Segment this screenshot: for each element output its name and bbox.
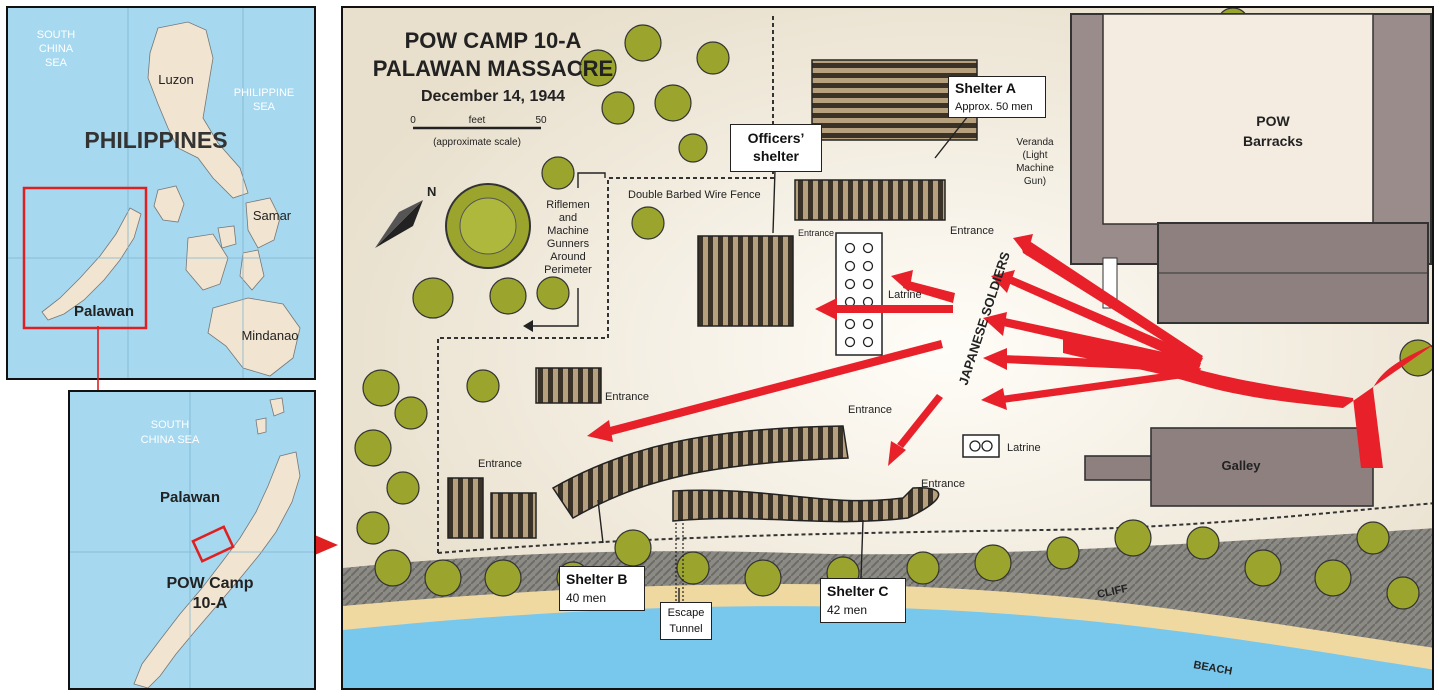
palawan-inset-map: SOUTH CHINA SEA Palawan POW Camp 10-A: [68, 390, 316, 690]
camp-detail-map: POW CAMP 10-A PALAWAN MASSACRE December …: [341, 6, 1434, 690]
officers-shelter: [697, 235, 794, 327]
entrance-label-c-right: Entrance: [921, 478, 965, 490]
map-date: December 14, 1944: [421, 88, 565, 105]
sea: [343, 604, 1432, 688]
shelter-a-callout: Shelter A Approx. 50 men: [948, 76, 1046, 118]
shelter-a: [794, 59, 978, 221]
riflemen-label-1: Riflemen: [546, 199, 589, 211]
south-china-sea-label-3: SEA: [45, 57, 68, 69]
shelter-b-callout: Shelter B 40 men: [559, 566, 645, 611]
scale-start: 0: [410, 115, 416, 126]
small-shelter: [535, 367, 602, 404]
latrine-label-1: Latrine: [888, 289, 922, 301]
palawan-highlight-box: [22, 186, 148, 330]
veranda-label-1: Veranda: [1016, 137, 1054, 148]
luzon-island: [147, 21, 249, 199]
north-arrow: [375, 200, 423, 248]
pow-barracks-label-2: Barracks: [1243, 133, 1303, 149]
veranda-label-3: Machine: [1016, 163, 1054, 174]
officers-shelter-callout: Officers’shelter: [730, 124, 822, 172]
palawan-label-inset2: Palawan: [160, 489, 220, 506]
galley-label: Galley: [1221, 458, 1261, 473]
map-title-line-1: POW CAMP 10-A: [405, 28, 582, 53]
scale-unit: feet: [469, 115, 486, 126]
mindanao-label: Mindanao: [241, 328, 298, 343]
south-china-sea-label-inset2-2: CHINA SEA: [141, 434, 200, 446]
philippine-sea-label-2: SEA: [253, 101, 276, 113]
samar-island: [245, 197, 281, 249]
map-title-line-2: PALAWAN MASSACRE: [373, 56, 613, 81]
mindanao-island: [207, 297, 301, 377]
shelter-c: [672, 487, 940, 523]
fence-label: Double Barbed Wire Fence: [628, 189, 761, 201]
entrance-label-small: Entrance: [605, 391, 649, 403]
escape-tunnel-callout: Escape Tunnel: [660, 602, 712, 640]
camp-map-svg: POW CAMP 10-A PALAWAN MASSACRE December …: [343, 8, 1432, 688]
camp-location-box: [191, 525, 235, 563]
entrance-label-b: Entrance: [478, 458, 522, 470]
samar-label: Samar: [253, 208, 292, 223]
palawan-island-detail: [133, 451, 301, 688]
palawan-label: Palawan: [74, 303, 134, 320]
latrine-block: [835, 232, 883, 356]
cliff: [343, 528, 1432, 648]
entrance-label-a: Entrance: [950, 225, 994, 237]
philippines-label: PHILIPPINES: [84, 127, 227, 153]
pow-barracks-building: [1070, 13, 1432, 324]
shelter-c-callout: Shelter C 42 men: [820, 578, 906, 623]
palawan-island: [41, 207, 142, 321]
riflemen-label-4: Gunners: [547, 238, 590, 250]
riflemen-label-6: Perimeter: [544, 264, 592, 276]
masbate-island: [217, 225, 237, 249]
pow-barracks-label-1: POW: [1256, 113, 1290, 129]
luzon-label: Luzon: [158, 72, 193, 87]
entrance-label-officers: Entrance: [798, 228, 834, 238]
visayas-islands: [185, 233, 229, 291]
riflemen-label-5: Around: [550, 251, 585, 263]
riflemen-label-3: Machine: [547, 225, 589, 237]
south-china-sea-label: SOUTH: [37, 29, 76, 41]
veranda-label-2: (Light: [1022, 150, 1047, 161]
south-china-sea-label-2: CHINA: [39, 43, 74, 55]
shelter-b: [447, 425, 849, 539]
latrine-small: [962, 434, 1000, 458]
scale-note: (approximate scale): [433, 137, 521, 148]
mindoro-island: [153, 185, 185, 223]
veranda-label-4: Gun): [1024, 176, 1046, 187]
soldier-movement-arrows: [587, 234, 1432, 468]
leyte-island: [239, 249, 265, 291]
scale-end: 50: [535, 115, 547, 126]
south-china-sea-label-inset2: SOUTH: [151, 419, 190, 431]
riflemen-label-2: and: [559, 212, 577, 224]
latrine-label-2: Latrine: [1007, 442, 1041, 454]
philippine-sea-label: PHILIPPINE: [234, 87, 295, 99]
entrance-label-c-top: Entrance: [848, 404, 892, 416]
galley-building: [1084, 427, 1374, 507]
north-label: N: [427, 184, 436, 199]
pow-camp-label: POW Camp: [166, 575, 253, 592]
philippines-inset-map: SOUTH CHINA SEA PHILIPPINE SEA Luzon PHI…: [6, 6, 316, 380]
pow-camp-label-2: 10-A: [193, 595, 228, 612]
